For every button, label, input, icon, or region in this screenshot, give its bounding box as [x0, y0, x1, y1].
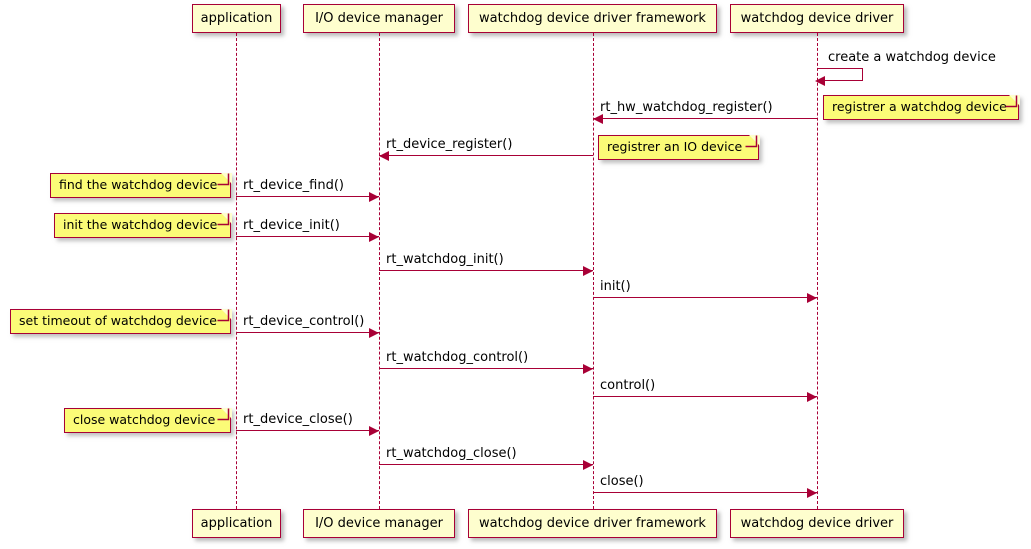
note-fold-corner	[220, 407, 232, 419]
lifeline-watchdog_framework	[593, 33, 594, 509]
note-text: registrer a watchdog device	[832, 99, 1007, 115]
participant-label: watchdog device driver framework	[479, 516, 706, 531]
message-line	[379, 464, 593, 465]
message-label: rt_device_close()	[243, 412, 353, 427]
note-fold-corner	[1008, 94, 1020, 106]
note-text: init the watchdog device	[63, 217, 218, 233]
message-label: rt_device_find()	[243, 178, 344, 193]
arrowhead-right	[807, 488, 817, 498]
message-label: rt_watchdog_init()	[386, 252, 504, 267]
arrowhead-right	[807, 392, 817, 402]
participant-label: I/O device manager	[315, 11, 443, 26]
self-message-loop	[817, 68, 863, 81]
message-line	[236, 196, 379, 197]
arrowhead-right	[369, 192, 379, 202]
participant-label: application	[200, 11, 273, 26]
note-3: init the watchdog device	[54, 212, 232, 238]
message-label: rt_watchdog_close()	[386, 446, 517, 461]
note-fold-corner	[220, 308, 232, 320]
message-label: close()	[600, 474, 644, 489]
message-label: rt_hw_watchdog_register()	[600, 100, 773, 115]
note-2: find the watchdog device	[50, 172, 232, 198]
participant-header-io_device_manager[interactable]: I/O device manager	[303, 4, 455, 33]
message-label: control()	[600, 378, 656, 393]
message-line	[593, 118, 817, 119]
message-line	[379, 155, 593, 156]
arrowhead-left	[593, 114, 603, 124]
participant-footer-watchdog_framework[interactable]: watchdog device driver framework	[468, 509, 717, 538]
participant-footer-application[interactable]: application	[192, 509, 281, 538]
note-text: find the watchdog device	[59, 177, 218, 193]
arrowhead-right	[583, 266, 593, 276]
message-line	[593, 297, 817, 298]
message-line	[593, 492, 817, 493]
note-text: close watchdog device	[73, 412, 216, 428]
message-label: rt_device_init()	[243, 218, 340, 233]
participant-label: I/O device manager	[315, 516, 443, 531]
participant-footer-io_device_manager[interactable]: I/O device manager	[303, 509, 455, 538]
message-label: rt_device_register()	[386, 137, 513, 152]
lifeline-io_device_manager	[379, 33, 380, 509]
note-0: registrer a watchdog device	[823, 94, 1020, 120]
message-label: init()	[600, 279, 631, 294]
participant-label: watchdog device driver framework	[479, 11, 706, 26]
message-line	[379, 270, 593, 271]
message-line	[236, 236, 379, 237]
participant-header-watchdog_framework[interactable]: watchdog device driver framework	[468, 4, 717, 33]
note-1: registrer an IO device	[598, 134, 760, 160]
note-4: set timeout of watchdog device	[10, 308, 232, 334]
participant-footer-watchdog_driver[interactable]: watchdog device driver	[730, 509, 904, 538]
message-label: rt_watchdog_control()	[386, 350, 529, 365]
note-fold-corner	[748, 134, 760, 146]
arrowhead-right	[583, 364, 593, 374]
message-line	[236, 430, 379, 431]
note-text: set timeout of watchdog device	[19, 313, 217, 329]
arrowhead-left	[815, 76, 825, 86]
note-text: registrer an IO device	[607, 139, 743, 155]
participant-label: application	[200, 516, 273, 531]
lifeline-application	[236, 33, 237, 509]
note-fold-corner	[220, 172, 232, 184]
note-fold-corner	[220, 212, 232, 224]
message-line	[236, 332, 379, 333]
arrowhead-right	[369, 426, 379, 436]
participant-header-application[interactable]: application	[192, 4, 281, 33]
arrowhead-right	[583, 460, 593, 470]
arrowhead-right	[369, 232, 379, 242]
arrowhead-left	[379, 151, 389, 161]
arrowhead-right	[369, 328, 379, 338]
participant-label: watchdog device driver	[740, 516, 894, 531]
message-label: create a watchdog device	[828, 50, 996, 65]
arrowhead-right	[807, 293, 817, 303]
lifeline-watchdog_driver	[817, 33, 818, 509]
note-5: close watchdog device	[64, 407, 232, 433]
participant-header-watchdog_driver[interactable]: watchdog device driver	[730, 4, 904, 33]
participant-label: watchdog device driver	[740, 11, 894, 26]
message-line	[593, 396, 817, 397]
message-line	[379, 368, 593, 369]
message-label: rt_device_control()	[243, 314, 365, 329]
